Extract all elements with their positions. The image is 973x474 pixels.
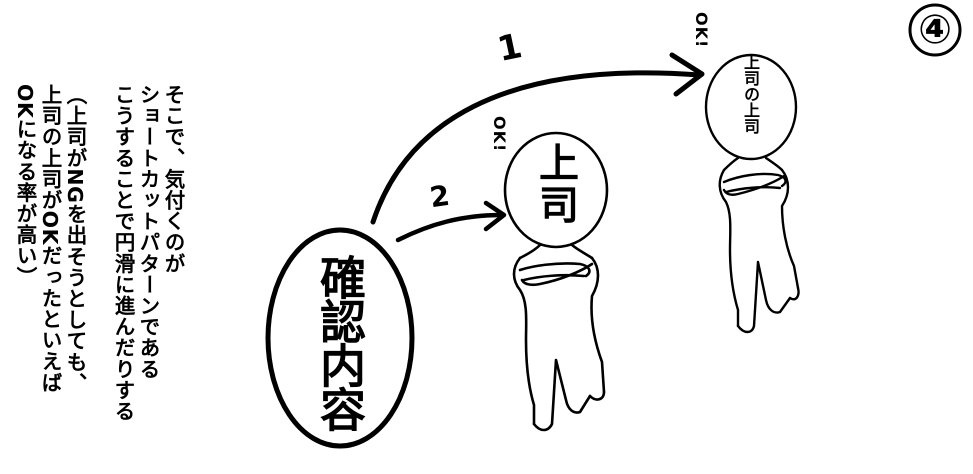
boss-of-boss-label: 上司の上司 xyxy=(741,54,760,134)
boss-label: 上司 xyxy=(532,142,578,226)
arrow-route-2 xyxy=(395,200,507,243)
narration-line-2: ショートカットパターンである xyxy=(136,84,160,380)
boss-figure xyxy=(503,131,609,432)
narration-line-3: こうすることで円滑に進んだりする xyxy=(111,84,135,422)
panel-number-circle xyxy=(908,3,962,57)
panel-number: ④ xyxy=(918,7,952,53)
confirmation-content-text: 確認内容 xyxy=(313,254,367,430)
boss-of-boss-ok-reply: OK! xyxy=(692,12,711,49)
arrow-route-1 xyxy=(370,52,705,225)
boss-ok-reply: OK! xyxy=(490,116,509,153)
confirmation-bubble xyxy=(265,227,415,449)
narration-line-6: OKになる率が高い） xyxy=(13,84,37,288)
narration-line-5: 上司の上司がOKだったといえば xyxy=(38,84,62,393)
boss-of-boss-figure xyxy=(704,53,800,334)
narration-line-4: （上司がNGを出そうとしても、 xyxy=(63,84,87,394)
narration-line-1: そこで、気付くのが xyxy=(161,84,185,274)
